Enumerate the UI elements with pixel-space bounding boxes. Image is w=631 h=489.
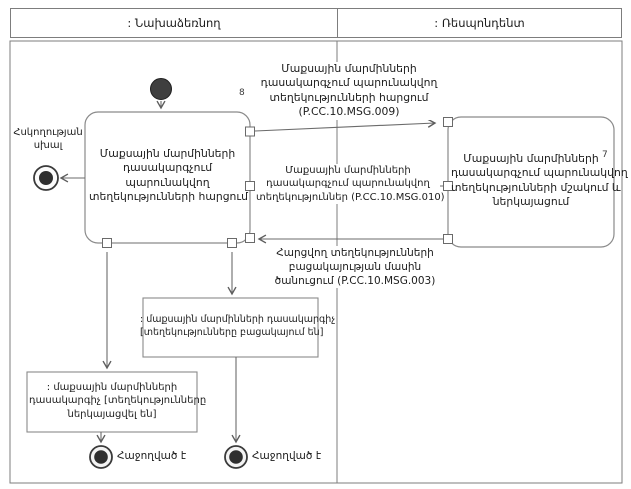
- success-final-left-core: [94, 450, 108, 464]
- pin-request-out-top: [245, 126, 255, 137]
- msg010-label: Մաքսային մարմինների դասակարգչում պարունա…: [256, 164, 445, 205]
- diagram-frame: [9, 40, 623, 484]
- pin-process-out-mid: [443, 181, 453, 191]
- pin-process-in-top: [443, 117, 453, 127]
- error-final-label: Հսկողության սխալ: [13, 127, 83, 152]
- object-presented-label: : մաքսային մարմինների դասակարգիչ [տեղեկո…: [29, 382, 207, 420]
- object-absent-box: [142, 297, 319, 358]
- edge-msg009: [254, 118, 437, 132]
- success-final-right-label: Հաջողված է: [252, 450, 322, 462]
- activity-process-footnote: 7: [602, 150, 608, 160]
- success-final-left-label: Հաջողված է: [117, 450, 187, 462]
- pin-request-down-right: [227, 238, 237, 248]
- pin-process-out-bottom: [443, 234, 453, 244]
- initial-node: [150, 78, 172, 100]
- activity-process-label: Մաքսային մարմինների դասակարգչում պարունա…: [451, 152, 628, 209]
- msg009-label: Մաքսային մարմինների դասակարգչում պարունա…: [256, 62, 442, 120]
- object-absent-label: : մաքսային մարմինների դասակարգիչ [տեղեկո…: [140, 314, 336, 338]
- pin-request-in-bottom: [245, 233, 255, 243]
- lane-header-respondent-label: : Ռեսպոնդենտ: [434, 16, 525, 30]
- msg003-label: Հարցվող տեղեկությունների բացակայության մ…: [265, 246, 445, 289]
- error-final-node-core: [39, 171, 53, 185]
- lane-header-initiator: : Նախաձեռնող: [10, 8, 338, 38]
- lane-header-respondent: : Ռեսպոնդենտ: [337, 8, 622, 38]
- activity-pins: [102, 117, 453, 248]
- pin-request-down-left: [102, 238, 112, 248]
- activity-request-label: Մաքսային մարմինների դասակարգչում պարունա…: [89, 147, 248, 204]
- msg009-footnote: 8: [239, 88, 245, 98]
- success-final-right-core: [229, 450, 243, 464]
- object-presented-box: [26, 371, 198, 433]
- pin-request-in-mid: [245, 181, 255, 191]
- lane-header-initiator-label: : Նախաձեռնող: [127, 16, 221, 30]
